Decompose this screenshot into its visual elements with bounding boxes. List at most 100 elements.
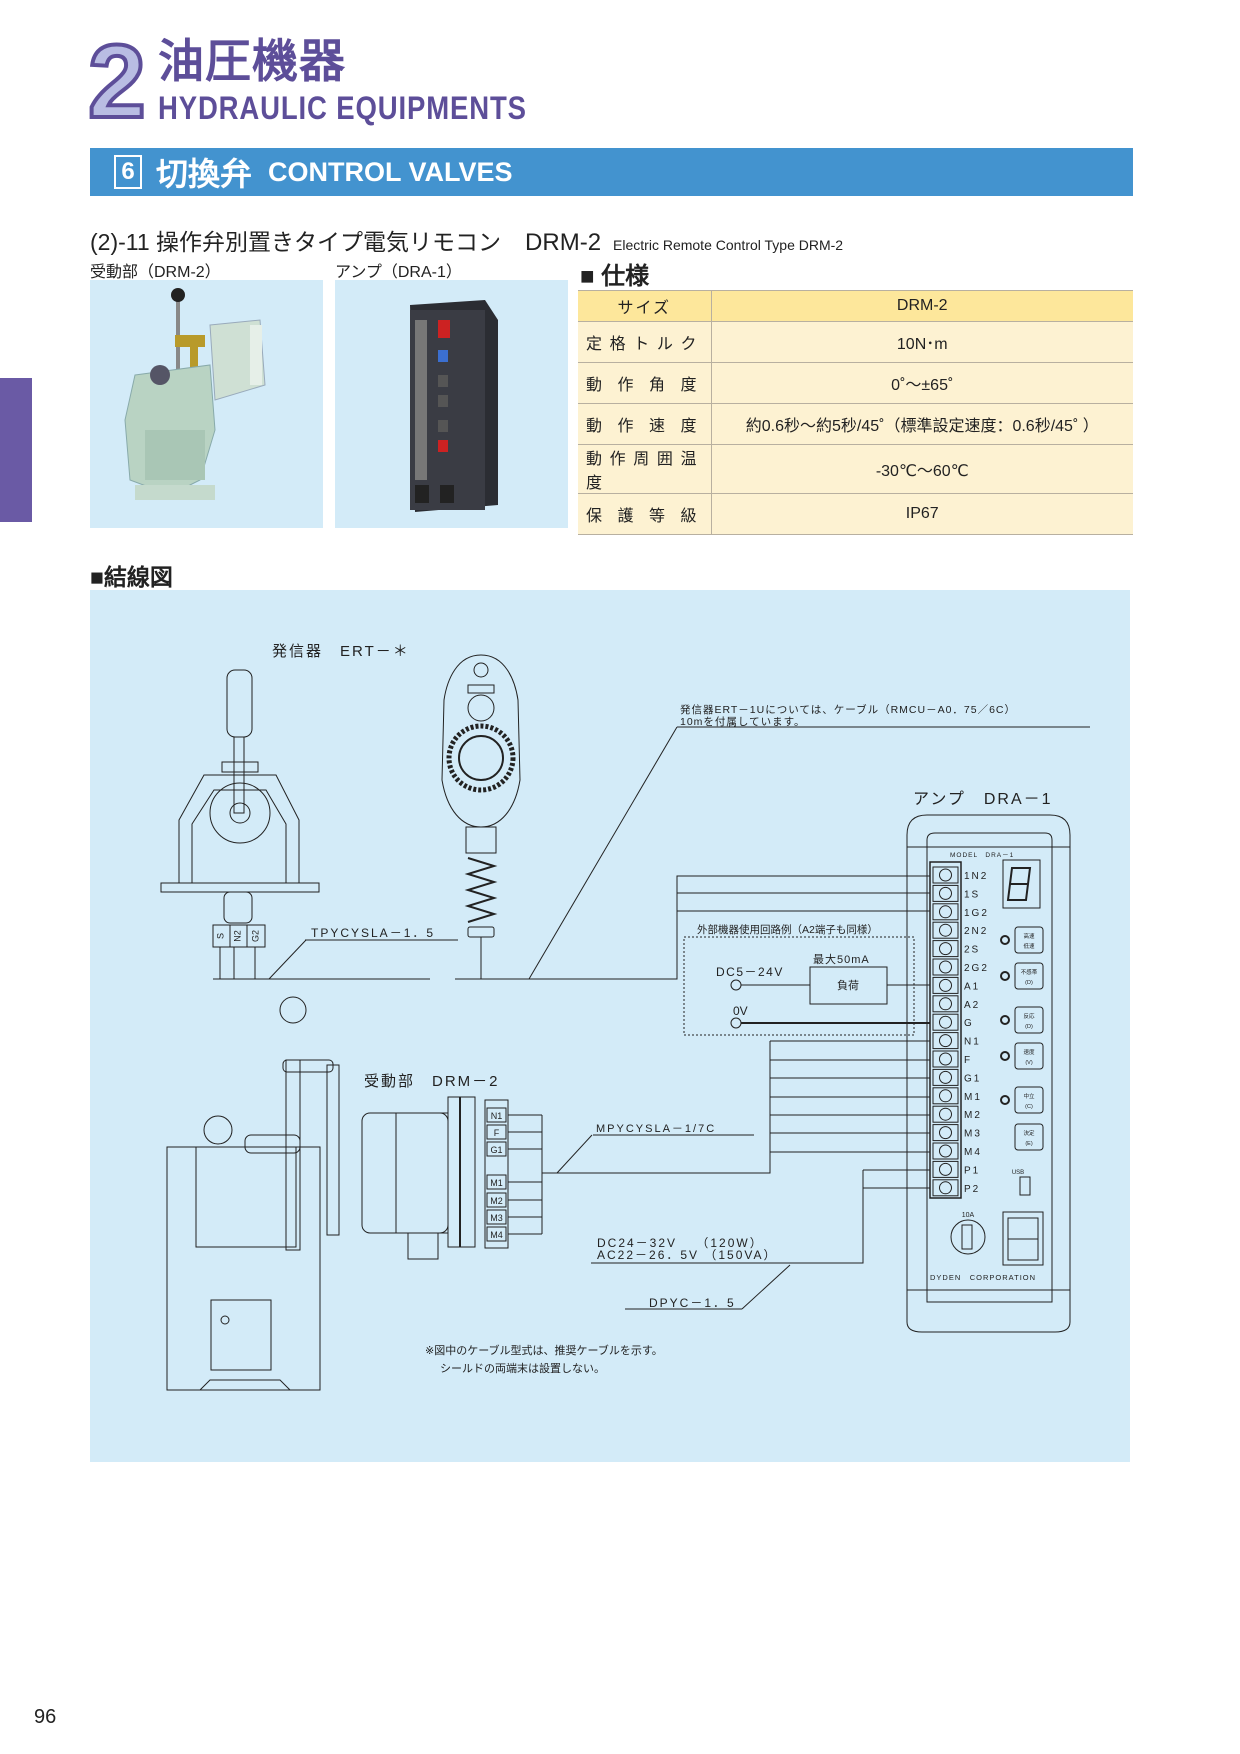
amp-terminal-label: 1N2 — [964, 871, 988, 882]
subtitle-model: DRM-2 — [525, 229, 602, 256]
spec-value: -30℃～60℃ — [711, 444, 1133, 494]
screw-icon — [939, 1089, 952, 1103]
spec-value: 約0.6秒～約5秒/45˚（標準設定速度：0.6秒/45˚ ） — [711, 403, 1133, 445]
screw-icon — [939, 868, 952, 882]
amp-terminal-screw — [932, 1179, 959, 1197]
led-indicator-icon — [1000, 1051, 1010, 1061]
amp-terminal-screw — [932, 903, 959, 921]
transmitter-terminal-label: S — [215, 933, 225, 939]
amp-terminal-label: M2 — [964, 1110, 982, 1121]
amp-button-line1: 決定 — [1023, 1129, 1035, 1137]
amp-terminal-screw — [932, 1013, 959, 1031]
amp-terminal-screw — [932, 940, 959, 958]
receiver-terminal-label: M1 — [490, 1178, 503, 1188]
amp-photo — [335, 280, 568, 528]
receiver-terminal-label: N1 — [491, 1111, 503, 1121]
spec-label: 動作速度 — [578, 403, 712, 445]
page-number: 96 — [34, 1706, 57, 1728]
amp-terminal-label: F — [964, 1055, 972, 1066]
chapter-title-en: HYDRAULIC EQUIPMENTS — [158, 90, 527, 126]
amp-button-line2: (D) — [1025, 980, 1033, 986]
led-indicator-icon — [1000, 1015, 1010, 1025]
ext-dc-label: DC5－24V — [716, 965, 784, 979]
footnote-line1: ※図中のケーブル型式は、推奨ケーブルを示す。 — [425, 1343, 663, 1357]
amp-terminal-label: 2S — [964, 945, 980, 956]
amp-button-line2: 低速 — [1023, 942, 1035, 950]
screw-icon — [939, 1181, 952, 1195]
receiver-terminal-label: M4 — [490, 1230, 503, 1240]
screw-icon — [939, 1162, 952, 1176]
amp-panel-button[interactable] — [1014, 962, 1044, 990]
receiver-terminal-label: M3 — [490, 1213, 503, 1223]
amp-terminal-screw — [932, 1032, 959, 1050]
amp-terminal-screw — [932, 1105, 959, 1123]
chapter-side-tab — [0, 378, 32, 522]
cable-mpy-label: MPYCYSLA－1/7C — [596, 1123, 716, 1135]
amp-button-line2: (D) — [1025, 1024, 1033, 1030]
photo-label-amp: アンプ（DRA-1） — [335, 264, 462, 281]
amp-panel-button[interactable] — [1014, 1042, 1044, 1070]
screw-icon — [939, 1070, 952, 1084]
power-spec-line1: DC24－32V （120W） — [597, 1236, 764, 1250]
screw-icon — [939, 1126, 952, 1140]
amp-terminal-label: 2N2 — [964, 926, 988, 937]
amp-terminal-label: M3 — [964, 1129, 982, 1140]
amp-terminal-label: 1G2 — [964, 908, 989, 919]
spec-row: 動作周囲温度-30℃～60℃ — [578, 444, 1133, 494]
screw-icon — [939, 905, 952, 919]
power-spec-line2: AC22－26．5V （150VA） — [597, 1248, 778, 1262]
amp-panel-button[interactable] — [1014, 1006, 1044, 1034]
amp-terminal-screw — [932, 976, 959, 994]
receiver-photo-illustration — [124, 288, 266, 500]
receiver-terminal — [486, 1124, 507, 1140]
amp-terminal-label: A1 — [964, 981, 980, 992]
amp-button-line1: 速度 — [1023, 1048, 1035, 1056]
amp-terminal-label: G1 — [964, 1073, 981, 1084]
chapter-number: 2 — [86, 24, 148, 140]
amp-button-line1: 不感帯 — [1021, 968, 1038, 976]
amp-button-line1: 中立 — [1023, 1092, 1035, 1100]
spec-header-row: サイズ DRM-2 — [578, 290, 1133, 322]
screw-icon — [939, 997, 952, 1011]
amp-panel-button[interactable] — [1014, 1123, 1044, 1151]
screw-icon — [939, 960, 952, 974]
pendant-transmitter-drawing — [441, 654, 521, 979]
amp-model-text: MODEL DRA－1 — [950, 852, 1014, 859]
transmitter-terminal-label: N2 — [232, 930, 242, 942]
amp-terminal-label: P2 — [964, 1184, 980, 1195]
amp-photo-illustration — [410, 300, 498, 512]
amp-terminal-screw — [932, 1087, 959, 1105]
wiring-heading: ■結線図 — [90, 564, 173, 590]
transmitter-label: 発信器 ERT－＊ — [272, 643, 410, 660]
cable-tpy-label: TPYCYSLA－1．5 — [311, 926, 435, 940]
amp-terminal-label: N1 — [964, 1037, 981, 1048]
ext-max-label: 最大50mA — [813, 952, 870, 966]
footnote-line2: シールドの両端末は設置しない。 — [440, 1361, 605, 1375]
spec-header-value: DRM-2 — [711, 290, 1133, 322]
receiver-label: 受動部 DRM－2 — [364, 1073, 500, 1090]
receiver-terminal-label: G1 — [490, 1145, 502, 1155]
screw-icon — [939, 886, 952, 900]
screw-icon — [939, 1144, 952, 1158]
spec-value: 10N･m — [711, 321, 1133, 363]
amp-terminal-screw — [932, 866, 959, 884]
amp-terminal-screw — [932, 921, 959, 939]
receiver-drawing — [166, 996, 509, 1391]
amp-drawing — [906, 814, 1071, 1333]
section-title-en: CONTROL VALVES — [268, 156, 513, 187]
spec-heading: ■ 仕様 — [580, 263, 650, 290]
amp-maker-label: DYDEN CORPORATION — [930, 1273, 1036, 1282]
amp-panel-button[interactable] — [1014, 1086, 1044, 1114]
amp-button-line2: (V) — [1025, 1060, 1033, 1066]
ext-circuit-title: 外部機器使用回路例（A2端子も同様） — [697, 923, 878, 936]
amp-panel-button[interactable] — [1014, 926, 1044, 954]
lever-transmitter-drawing — [160, 669, 320, 979]
amp-terminal-screw — [932, 1160, 959, 1178]
ert-note-line2: 10mを付属しています。 — [680, 715, 806, 728]
amp-terminal-label: M4 — [964, 1147, 982, 1158]
amp-terminal-screw — [932, 1068, 959, 1086]
spec-label: 動作周囲温度 — [578, 444, 712, 494]
